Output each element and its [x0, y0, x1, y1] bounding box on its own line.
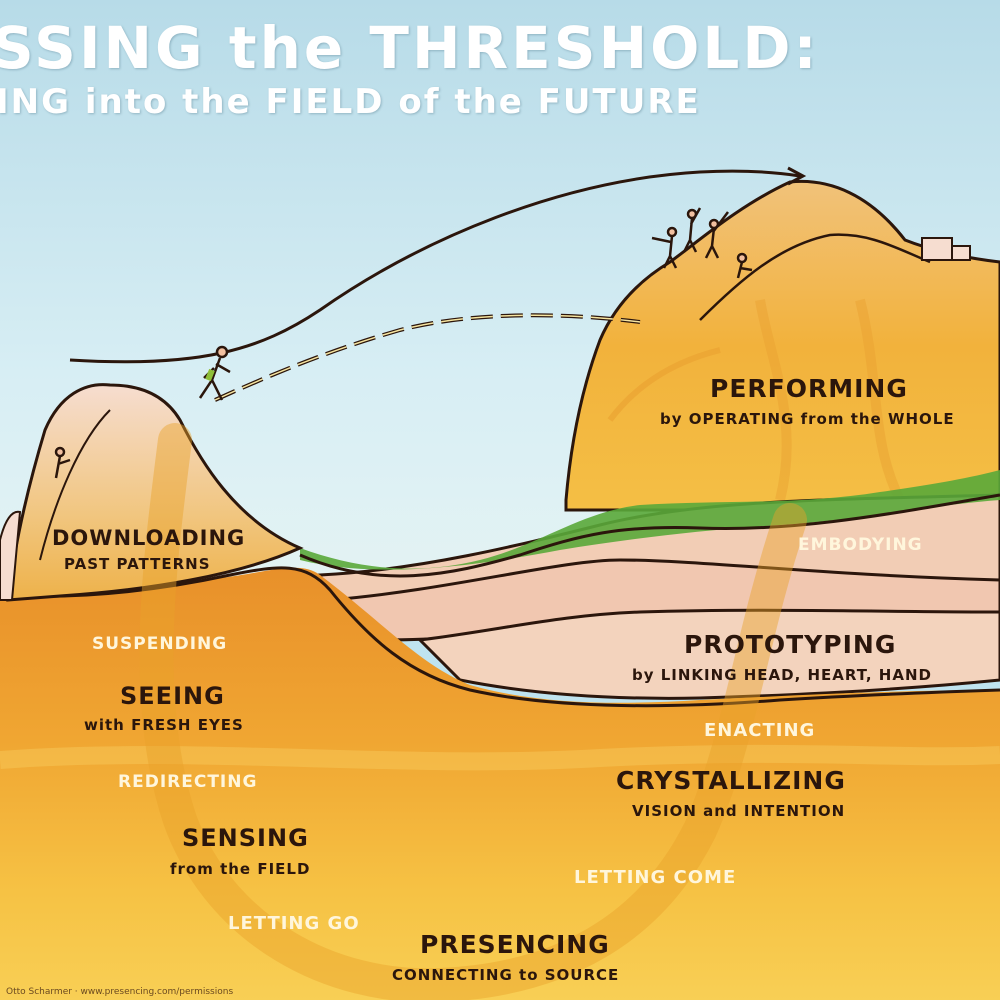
u-journey-path: [139, 423, 807, 1000]
sub-crystallizing: VISION and INTENTION: [632, 802, 846, 820]
left-mountain: [6, 383, 304, 602]
label-performing: PERFORMING: [710, 374, 908, 403]
label-sensing: SENSING: [182, 824, 309, 852]
sub-performing: by OPERATING from the WHOLE: [660, 410, 955, 428]
label-prototyping: PROTOTYPING: [684, 630, 897, 659]
transition-enacting: ENACTING: [704, 720, 816, 741]
strata-lower: [416, 608, 1000, 700]
label-crystallizing: CRYSTALLIZING: [616, 766, 846, 795]
label-downloading: DOWNLOADING: [52, 526, 246, 550]
sub-sensing: from the FIELD: [170, 860, 311, 878]
transition-letting-go: LETTING GO: [228, 913, 360, 934]
image-credit: Otto Scharmer · www.presencing.com/permi…: [6, 987, 234, 997]
sub-seeing: with FRESH EYES: [84, 716, 244, 734]
transition-suspending: SUSPENDING: [92, 634, 228, 654]
label-presencing: PRESENCING: [420, 930, 610, 959]
climber-figures: [54, 207, 753, 479]
sub-presencing: CONNECTING to SOURCE: [392, 966, 620, 984]
grass: [300, 470, 1000, 570]
label-seeing: SEEING: [120, 682, 225, 710]
house: [921, 237, 953, 261]
transition-redirecting: REDIRECTING: [118, 772, 258, 792]
transition-letting-come: LETTING COME: [574, 867, 737, 888]
title-line-2: ING into the FIELD of the FUTURE: [0, 82, 701, 122]
ground: [0, 567, 1000, 1000]
title-line-1: SSING the THRESHOLD:: [0, 14, 820, 82]
transition-embodying: EMBODYING: [798, 535, 923, 555]
sub-prototyping: by LINKING HEAD, HEART, HAND: [632, 666, 932, 684]
sub-downloading: PAST PATTERNS: [64, 555, 211, 573]
